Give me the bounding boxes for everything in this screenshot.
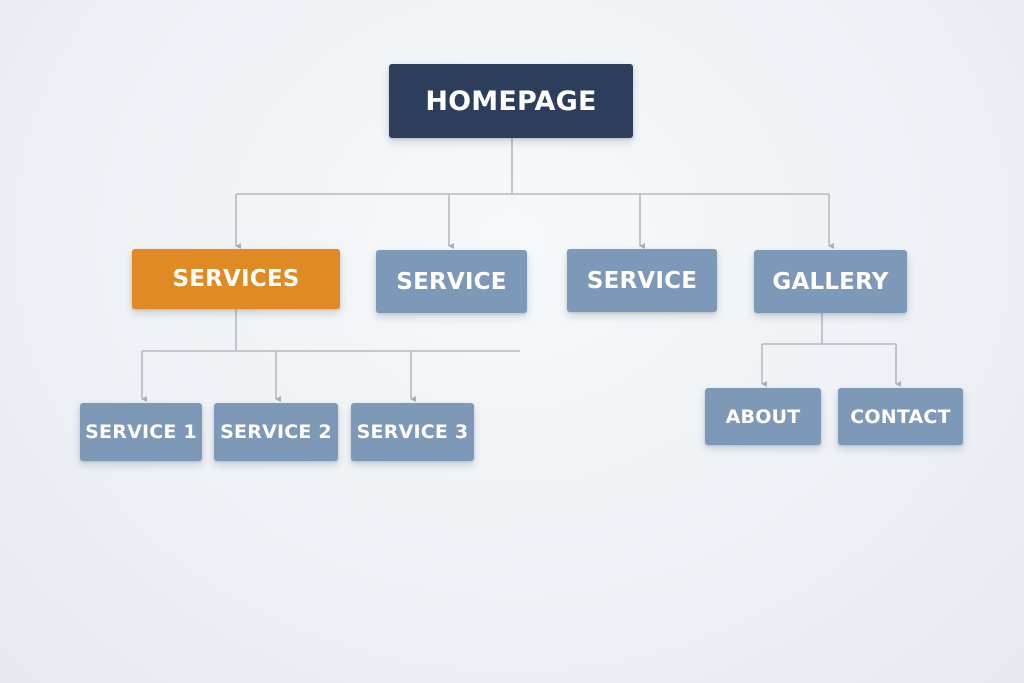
node-homepage-label: HOMEPAGE bbox=[425, 85, 597, 117]
node-service-1-label: SERVICE 1 bbox=[85, 421, 197, 443]
node-about: ABOUT bbox=[705, 388, 821, 445]
node-gallery-label: GALLERY bbox=[772, 268, 889, 295]
node-about-label: ABOUT bbox=[725, 405, 801, 428]
node-contact: CONTACT bbox=[838, 388, 963, 445]
node-service-2-label: SERVICE 2 bbox=[220, 421, 332, 443]
node-contact-label: CONTACT bbox=[850, 405, 951, 428]
node-service-a: SERVICE bbox=[376, 250, 527, 313]
node-service-a-label: SERVICE bbox=[396, 268, 507, 295]
node-service-2: SERVICE 2 bbox=[214, 403, 338, 461]
node-service-1: SERVICE 1 bbox=[80, 403, 202, 461]
node-service-b-label: SERVICE bbox=[586, 267, 698, 294]
node-services-label: SERVICES bbox=[172, 266, 300, 292]
node-services: SERVICES bbox=[132, 249, 340, 309]
node-service-3-label: SERVICE 3 bbox=[356, 421, 469, 443]
node-service-b: SERVICE bbox=[567, 249, 717, 312]
node-homepage: HOMEPAGE bbox=[389, 64, 633, 138]
node-service-3: SERVICE 3 bbox=[351, 403, 474, 461]
node-gallery: GALLERY bbox=[754, 250, 907, 313]
